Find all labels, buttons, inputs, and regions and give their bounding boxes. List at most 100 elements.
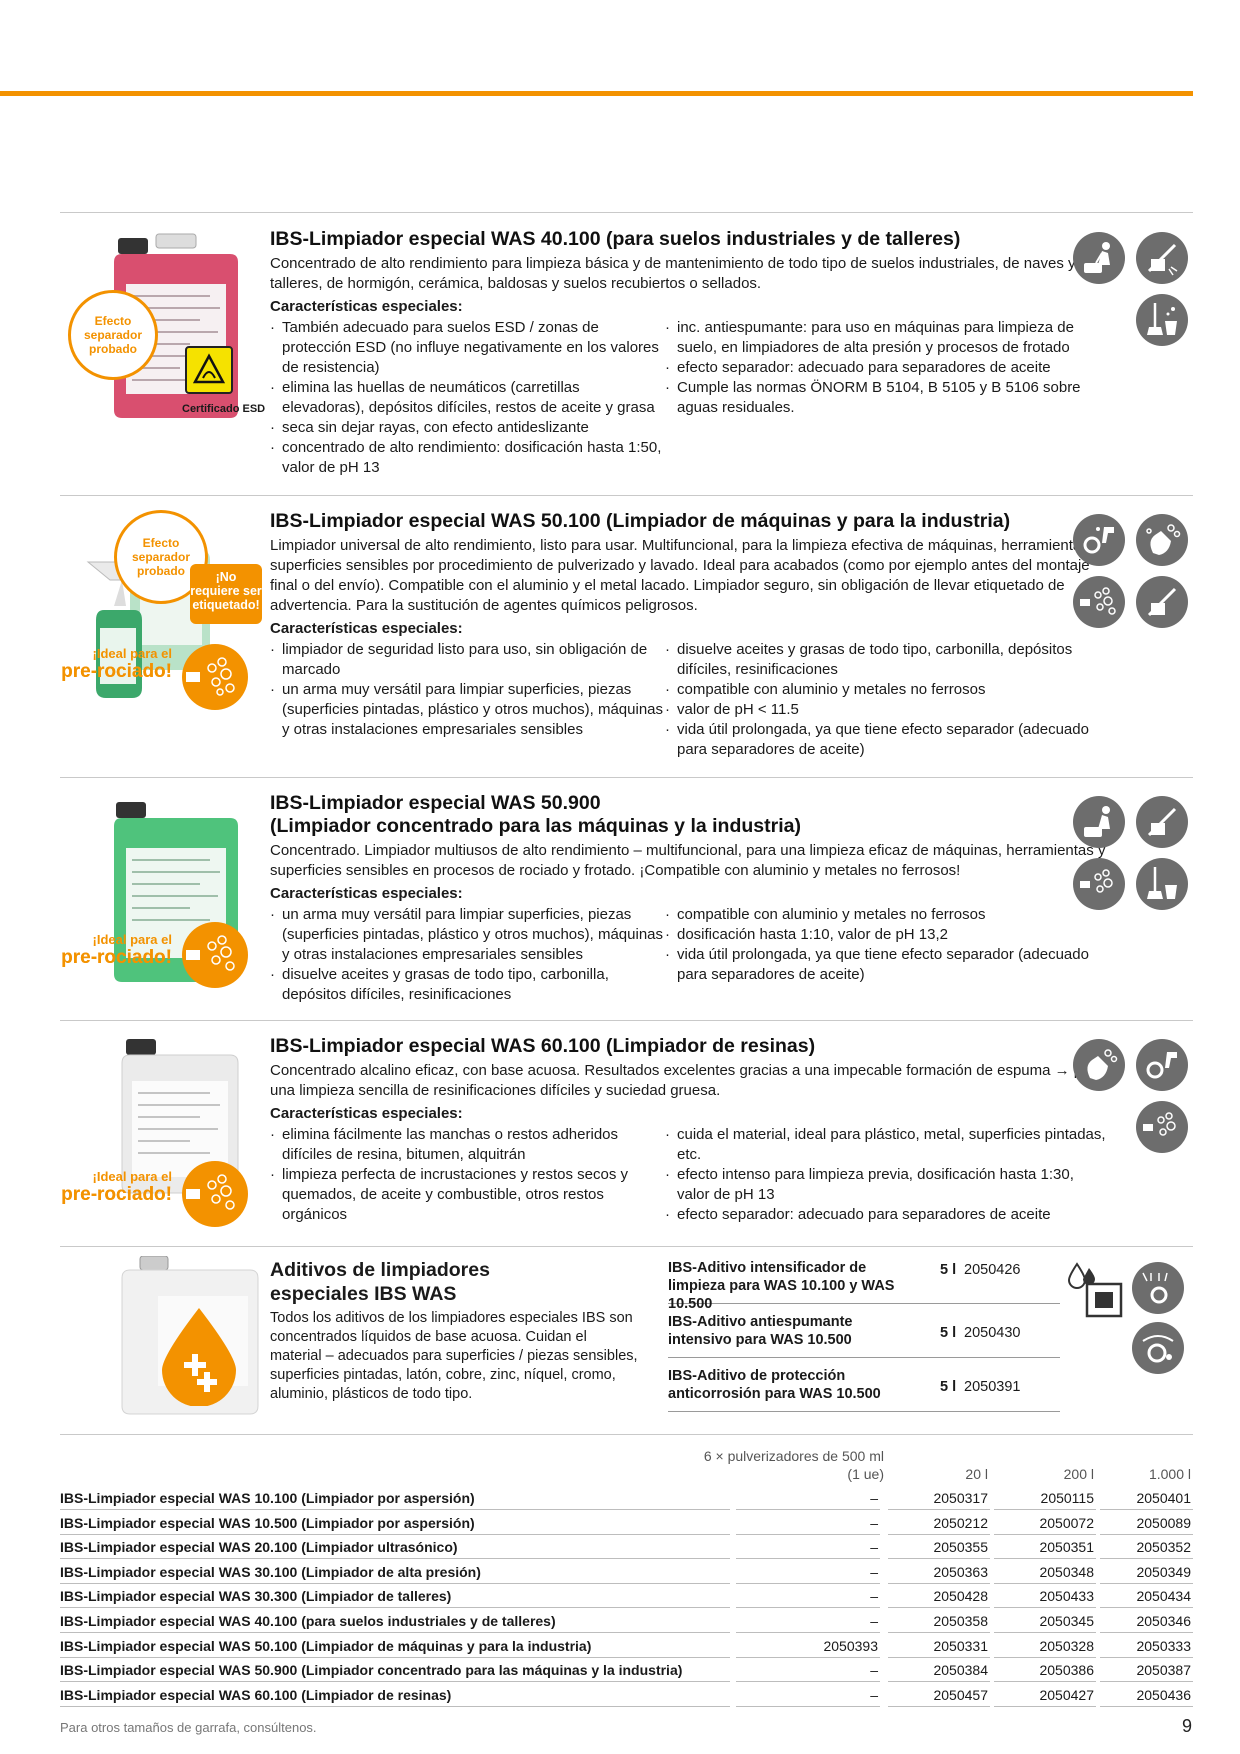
table-row: IBS-Limpiador especial WAS 30.100 (Limpi… [60, 1560, 1193, 1585]
col-header-spray: 6 × pulverizadores de 500 ml (1 ue) [703, 1448, 884, 1482]
product-name-cell: IBS-Limpiador especial WAS 20.100 (Limpi… [60, 1535, 730, 1560]
additive-volume: 5 l [940, 1379, 957, 1395]
article-code-cell: 2050349 [1100, 1560, 1193, 1584]
no-label-badge: ¡No requiere ser etiquetado! [190, 564, 262, 624]
pre-spray-line2: pre-rociado! [61, 1184, 172, 1205]
article-code-cell: – [736, 1511, 880, 1535]
table-row: IBS-Limpiador especial WAS 50.100 (Limpi… [60, 1634, 1193, 1659]
feature-item: seca sin dejar rayas, con efecto antides… [270, 418, 665, 438]
high-pressure-icon [1136, 232, 1188, 284]
feature-item: compatible con aluminio y metales no fer… [665, 905, 1110, 925]
article-code-cell: 2050363 [888, 1560, 990, 1584]
feature-item: vida útil prolongada, ya que tiene efect… [665, 945, 1110, 985]
product-name-cell: IBS-Limpiador especial WAS 30.300 (Limpi… [60, 1584, 730, 1609]
spray-gear-icon [1073, 514, 1125, 566]
characteristics-label: Características especiales: [270, 885, 463, 902]
product-title: IBS-Limpiador especial WAS 60.100 (Limpi… [270, 1035, 816, 1057]
feature-item: un arma muy versátil para limpiar superf… [270, 905, 665, 965]
page-number: 9 [1181, 1716, 1192, 1736]
spray-nozzle-icon [1073, 576, 1125, 628]
feature-item: efecto separador: adecuado para separado… [665, 358, 1110, 378]
feature-item: limpieza perfecta de incrustaciones y re… [270, 1165, 665, 1225]
product-title-line2: (Limpiador concentrado para las máquinas… [270, 815, 801, 837]
high-pressure-icon [1136, 796, 1188, 848]
section-divider [60, 212, 1193, 213]
spray-nozzle-badge-icon [182, 1161, 248, 1227]
article-code-cell: 2050433 [994, 1584, 1096, 1609]
additives-section: Aditivos de limpiadores especiales IBS W… [60, 1255, 1193, 1426]
article-code-cell: 2050358 [888, 1609, 990, 1633]
table-row: IBS-Limpiador especial WAS 40.100 (para … [60, 1609, 1193, 1634]
article-code-cell: 2050351 [994, 1535, 1096, 1560]
article-code-cell: 2050345 [994, 1609, 1096, 1633]
additive-volume: 5 l [940, 1262, 957, 1278]
top-accent-bar [0, 91, 1193, 96]
footer-note: Para otros tamaños de garrafa, consúlten… [60, 1720, 317, 1735]
article-code-cell: – [736, 1486, 880, 1510]
pre-spray-line2: pre-rociado! [61, 947, 172, 968]
feature-item: elimina las huellas de neumáticos (carre… [270, 378, 665, 418]
additive-name: IBS-Aditivo intensificador de limpieza p… [668, 1260, 895, 1312]
glove-bubbles-icon [1073, 1039, 1125, 1091]
feature-item: inc. antiespumante: para uso en máquinas… [665, 318, 1110, 358]
shower-gear-icon [1132, 1262, 1184, 1314]
table-row: IBS-Limpiador especial WAS 50.900 (Limpi… [60, 1658, 1193, 1683]
feature-item: Cumple las normas ÖNORM B 5104, B 5105 y… [665, 378, 1110, 418]
col-header-1000l: 1.000 l [1148, 1466, 1191, 1482]
badge-text: Efecto separador probado [131, 536, 191, 578]
article-code-cell: – [736, 1560, 880, 1584]
product-description: Concentrado de alto rendimiento para lim… [270, 255, 1076, 292]
article-code-cell: 2050428 [888, 1584, 990, 1609]
feature-item: También adecuado para suelos ESD / zonas… [270, 318, 665, 378]
article-code-cell: 2050387 [1100, 1658, 1193, 1683]
separator-badge: Efecto separador probado [68, 290, 158, 380]
table-row: IBS-Limpiador especial WAS 30.300 (Limpi… [60, 1584, 1193, 1609]
product-name-cell: IBS-Limpiador especial WAS 40.100 (para … [60, 1609, 730, 1633]
article-code-cell: 2050386 [994, 1658, 1096, 1683]
product-image [60, 1035, 270, 1265]
pre-spray-line2: pre-rociado! [61, 661, 172, 682]
spray-nozzle-icon [1073, 858, 1125, 910]
esd-caption: Certificado ESD [182, 403, 266, 415]
article-code-cell: – [736, 1609, 880, 1633]
glove-bubbles-icon [1136, 514, 1188, 566]
article-code-cell: 2050384 [888, 1658, 990, 1683]
pre-spray-line1: ¡Ideal para el [92, 932, 172, 947]
additive-code: 2050430 [964, 1325, 1021, 1341]
pre-spray-line1: ¡Ideal para el [92, 1169, 172, 1184]
spray-nozzle-badge-icon [182, 644, 248, 710]
additive-name: IBS-Aditivo antiespumante intensivo para… [668, 1314, 853, 1348]
additives-title-line1: Aditivos de limpiadores [270, 1259, 490, 1281]
product-name-cell: IBS-Limpiador especial WAS 50.100 (Limpi… [60, 1634, 730, 1658]
gear-bubbles-icon [1132, 1322, 1184, 1374]
product-name-cell: IBS-Limpiador especial WAS 50.900 (Limpi… [60, 1658, 730, 1683]
article-code-cell: 2050401 [1100, 1486, 1193, 1510]
feature-item: efecto intenso para limpieza previa, dos… [665, 1165, 1110, 1205]
article-code-cell: 2050333 [1100, 1634, 1193, 1658]
article-code-cell: 2050346 [1100, 1609, 1193, 1633]
article-code-cell: 2050317 [888, 1486, 990, 1510]
article-code-cell: 2050352 [1100, 1535, 1193, 1560]
characteristics-label: Características especiales: [270, 1105, 463, 1122]
feature-item: cuida el material, ideal para plástico, … [665, 1125, 1110, 1165]
order-table: IBS-Limpiador especial WAS 10.100 (Limpi… [60, 1486, 1193, 1707]
mop-bucket-icon [1136, 294, 1188, 346]
article-code-cell: – [736, 1683, 880, 1707]
characteristics-label: Características especiales: [270, 620, 463, 637]
mop-bucket-icon [1136, 858, 1188, 910]
feature-item: disuelve aceites y grasas de todo tipo, … [665, 640, 1110, 680]
additive-code: 2050426 [964, 1262, 1021, 1278]
no-label-text: ¡No requiere ser etiquetado! [190, 570, 262, 612]
additives-description: Todos los aditivos de los limpiadores es… [270, 1310, 638, 1402]
article-code-cell: 2050355 [888, 1535, 990, 1560]
feature-item: elimina fácilmente las manchas o restos … [270, 1125, 665, 1165]
spray-gear-icon [1136, 1039, 1188, 1091]
article-code-cell: – [736, 1584, 880, 1609]
product-description: Concentrado. Limpiador multiusos de alto… [270, 842, 1106, 879]
pre-spray-line1: ¡Ideal para el [92, 646, 172, 661]
spray-nozzle-badge-icon [182, 922, 248, 988]
section-divider [60, 1246, 1193, 1247]
additive-code: 2050391 [964, 1379, 1021, 1395]
